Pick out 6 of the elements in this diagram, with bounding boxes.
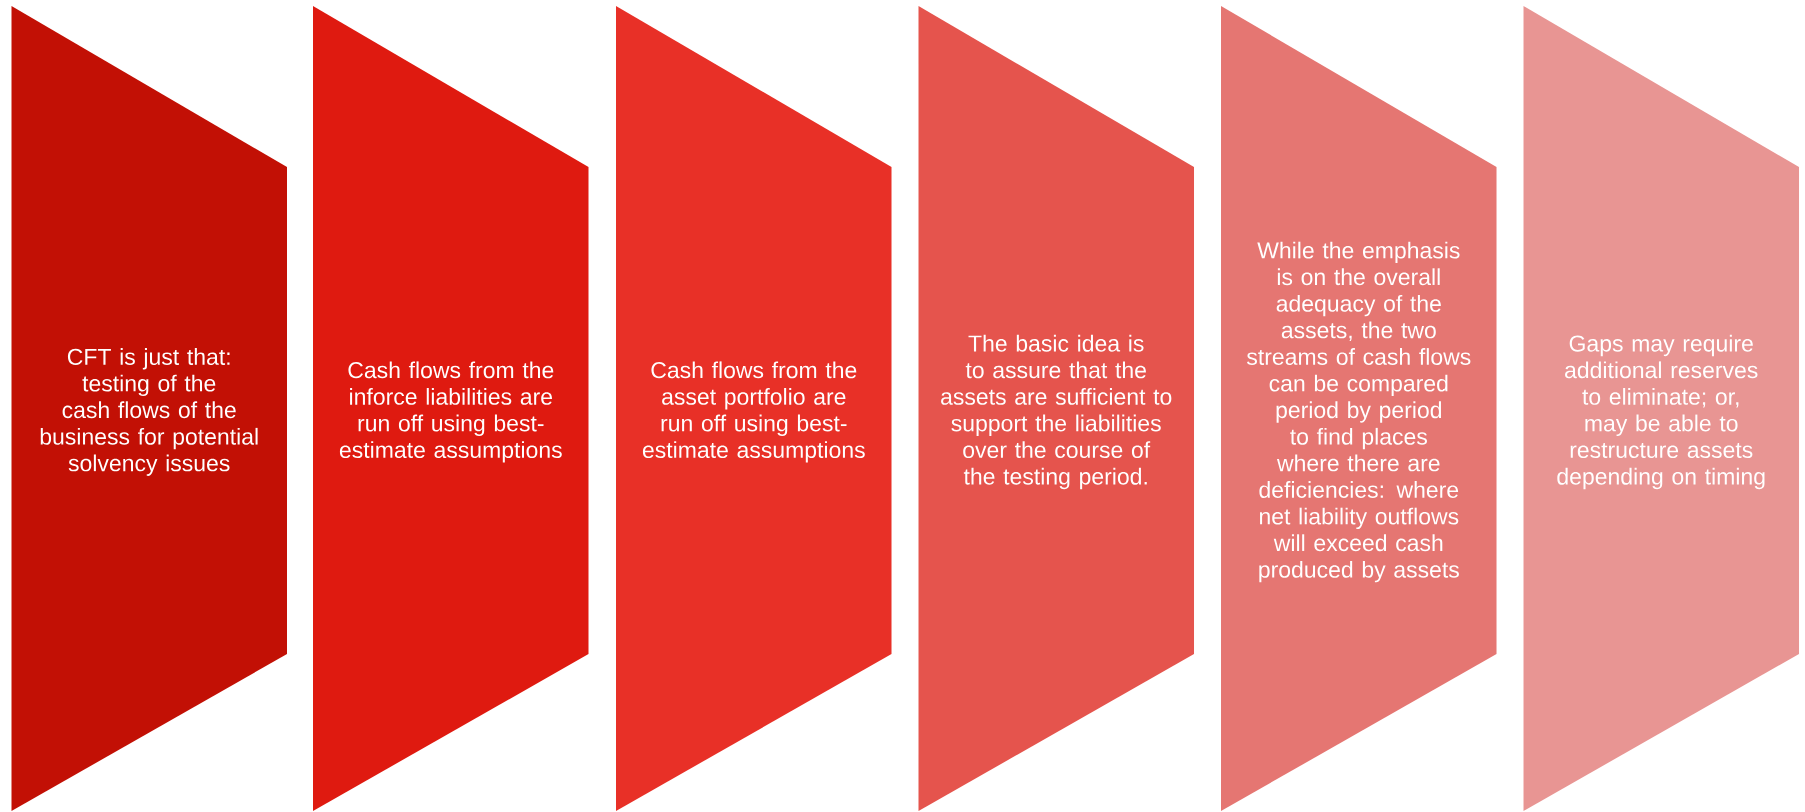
chevron-panel: Gaps may require additional reserves to eliminate; or, may be able to restructure assets depending on timing bbox=[1523, 6, 1799, 811]
chevron-panel: CFT is just that: testing of the cash flows of the business for potential solvency issues bbox=[11, 6, 287, 811]
chevron-panel: The basic idea is to assure that the assets are sufficient to support the liabilities over the course of the testing period. bbox=[918, 6, 1194, 811]
chevron-panel: Cash flows from the asset portfolio are run off using best-estimate assumptions bbox=[616, 6, 892, 811]
chevron-panel: Cash flows from the inforce liabilities are run off using best-estimate assumptions bbox=[313, 6, 589, 811]
chevron-panel: While the emphasis is on the overall adequacy of the assets, the two streams of cash flows can be compared period by period to find places where there are deficiencies: where net liability outflows will exceed cash produced by assets bbox=[1221, 6, 1497, 811]
